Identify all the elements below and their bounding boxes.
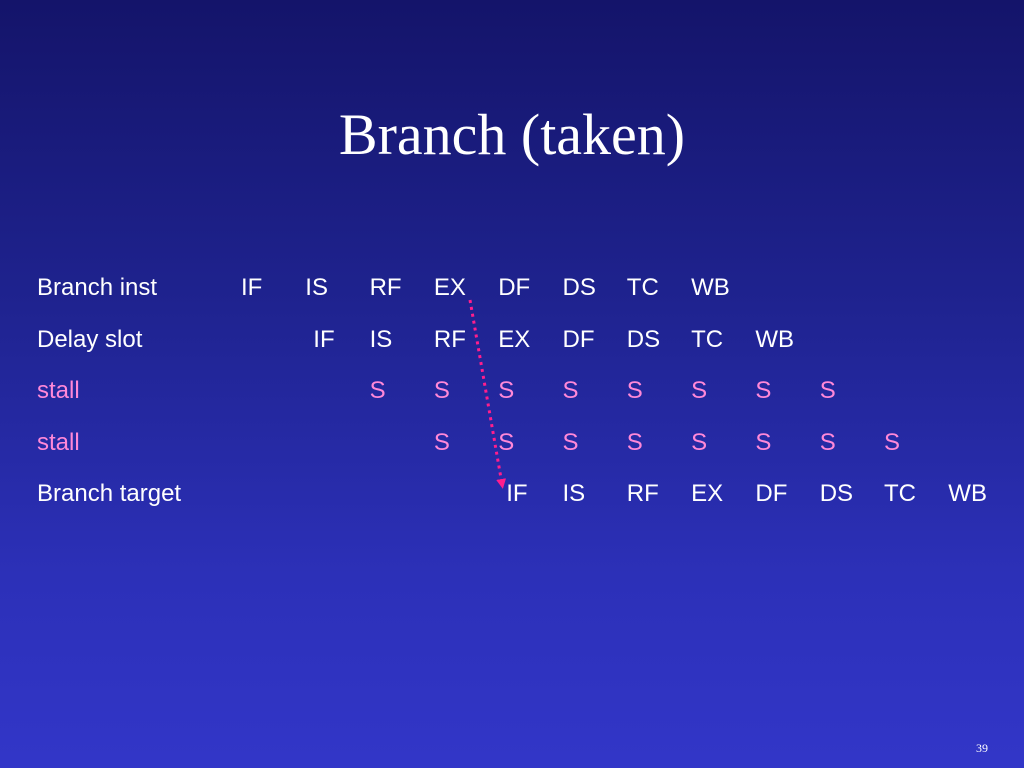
stage-cell: EX [498, 325, 531, 353]
stage-cell: RF [433, 325, 466, 353]
stage-cell: TC [691, 325, 724, 353]
stage-cell: DS [819, 480, 854, 507]
stage-cell: S [884, 428, 901, 456]
stage-cell: S [691, 428, 708, 456]
stage-cell: EX [433, 274, 466, 301]
stage-cell: TC [626, 274, 659, 301]
stage-cell: DS [562, 274, 596, 301]
stage-cell: S [626, 428, 643, 456]
stage-cell: S [691, 377, 708, 404]
row-label: Branch target [37, 480, 182, 507]
row-label: stall [37, 428, 80, 456]
slide-title: Branch (taken) [338, 102, 686, 167]
stage-cell: IF [241, 274, 263, 301]
row-label: Delay slot [37, 325, 143, 353]
row-label: Branch inst [37, 274, 158, 301]
stage-cell: TC [884, 480, 916, 507]
stage-cell: S [819, 428, 836, 456]
stage-cell: S [755, 428, 772, 456]
stage-cell: DS [626, 325, 661, 353]
stage-cell: S [755, 377, 772, 404]
stage-cell: DF [755, 480, 788, 507]
stage-cell: IF [313, 325, 335, 353]
stage-cell: S [819, 377, 836, 404]
stage-cell: IS [305, 274, 328, 301]
stage-cell: S [498, 428, 515, 456]
stage-cell: S [433, 377, 450, 404]
page-number: 39 [976, 741, 988, 755]
stage-cell: S [626, 377, 643, 404]
stage-cell: IF [506, 480, 528, 507]
stage-cell: DF [498, 274, 531, 301]
stage-cell: S [562, 428, 579, 456]
stage-cell: IS [369, 325, 393, 353]
stage-cell: S [369, 377, 386, 404]
stage-cell: S [562, 377, 579, 404]
stage-cell: EX [691, 480, 724, 507]
stage-cell: RF [369, 274, 402, 301]
stage-cell: S [433, 428, 450, 456]
stage-cell: RF [626, 480, 659, 507]
stage-cell: IS [562, 480, 586, 507]
stage-cell: WB [691, 274, 730, 301]
stage-cell: DF [562, 325, 595, 353]
stage-cell: S [498, 377, 515, 404]
stage-cell: WB [948, 480, 987, 507]
row-label: stall [37, 377, 80, 404]
stage-cell: WB [755, 325, 795, 353]
